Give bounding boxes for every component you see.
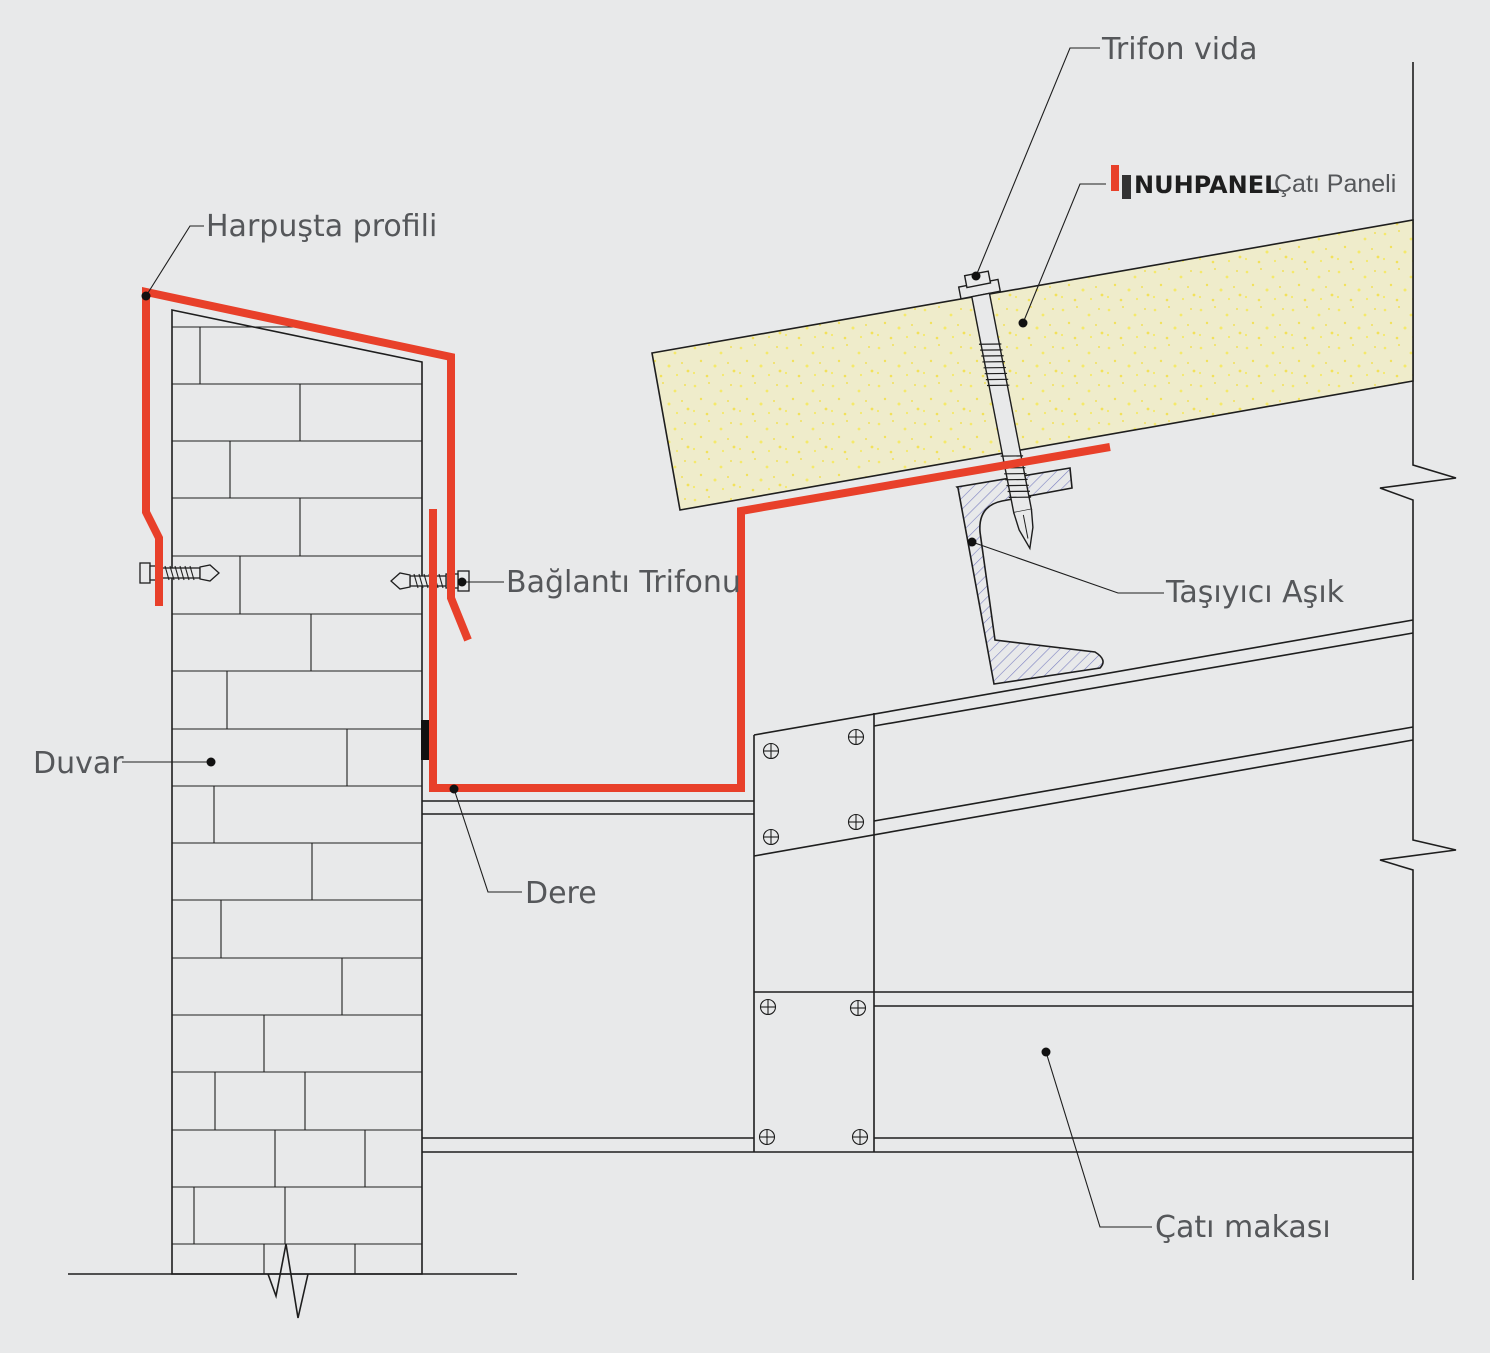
bolt-group — [758, 728, 869, 1146]
label-dere: Dere — [525, 876, 597, 911]
connection-screw-left — [139, 562, 220, 584]
logo-red-bar — [1111, 165, 1119, 191]
gutter-profile — [429, 443, 1111, 792]
leader-lines — [122, 47, 1164, 1228]
label-tasiyici-asik: Taşıyıcı Aşık — [1165, 575, 1345, 610]
ridge-flashing-profile — [142, 287, 472, 642]
purlin-profile — [955, 467, 1104, 685]
roof-panel — [651, 219, 1414, 511]
brand-name: NUHPANEL — [1134, 171, 1279, 199]
logo-dark-bar — [1122, 175, 1131, 199]
label-duvar: Duvar — [33, 746, 124, 781]
label-cati-makasi: Çatı makası — [1155, 1210, 1331, 1245]
label-cati-paneli: Çatı Paneli — [1274, 170, 1396, 198]
brick-wall — [68, 309, 517, 1319]
label-trifon-vida: Trifon vida — [1101, 32, 1258, 67]
label-baglanti-trifonu: Bağlantı Trifonu — [506, 565, 741, 600]
nuhpanel-logo: NUHPANEL — [1111, 165, 1279, 199]
label-harpusta-profili: Harpuşta profili — [206, 209, 437, 244]
roof-truss — [422, 62, 1457, 1280]
